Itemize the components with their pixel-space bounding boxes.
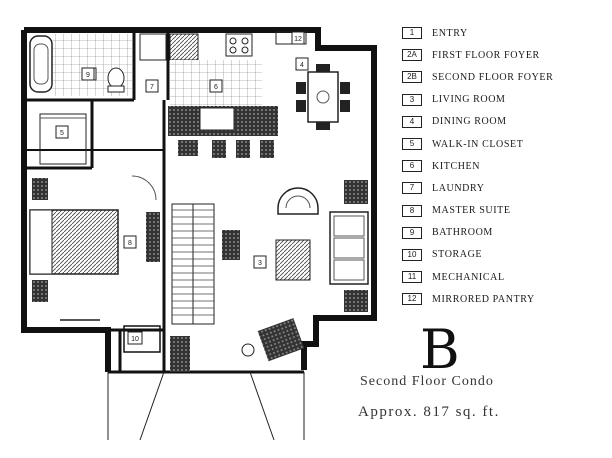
legend-label: FIRST FLOOR FOYER	[432, 49, 540, 61]
tag-storage: 10	[131, 336, 139, 343]
legend-item: 7 LAUNDRY	[402, 177, 602, 199]
legend-item: 11 MECHANICAL	[402, 266, 602, 288]
legend-label: MIRRORED PANTRY	[432, 293, 535, 305]
legend-label: LIVING ROOM	[432, 94, 506, 106]
stair-treads	[172, 209, 214, 316]
legend-label: STORAGE	[432, 249, 483, 261]
tag-closet: 5	[60, 130, 64, 137]
legend-label: WALK-IN CLOSET	[432, 138, 524, 150]
bathroom	[29, 34, 132, 96]
legend-number: 8	[402, 204, 422, 217]
legend-item: 1 ENTRY	[402, 22, 602, 44]
unit-area-caption: Approx. 817 sq. ft.	[358, 404, 500, 420]
legend-label: BATHROOM	[432, 227, 493, 239]
room-tags: 9 5 8 10 7 6 4 12 3	[55, 31, 309, 345]
tag-kitchen: 6	[214, 84, 218, 91]
legend-number: 6	[402, 160, 422, 173]
tag-laundry: 7	[150, 84, 154, 91]
interior-walls	[22, 30, 170, 372]
legend-item: 5 WALK-IN CLOSET	[402, 133, 602, 155]
unit-type-caption: Second Floor Condo	[360, 374, 494, 389]
legend-number: 3	[402, 93, 422, 106]
legend-item: 2B SECOND FLOOR FOYER	[402, 66, 602, 88]
master-suite	[29, 175, 160, 321]
walk-in-closet	[39, 113, 87, 165]
tag-bathroom: 9	[86, 72, 90, 79]
tag-living: 3	[258, 260, 262, 267]
legend-number: 2B	[402, 71, 422, 84]
tag-pantry: 12	[294, 36, 302, 43]
legend-item: 6 KITCHEN	[402, 155, 602, 177]
legend-label: LAUNDRY	[432, 182, 485, 194]
legend-label: MECHANICAL	[432, 271, 505, 283]
legend-item: 10 STORAGE	[402, 244, 602, 266]
tag-dining: 4	[300, 62, 304, 69]
legend-number: 4	[402, 115, 422, 128]
living-room	[170, 180, 369, 372]
unit-letter: B	[420, 318, 460, 381]
tag-master: 8	[128, 240, 132, 247]
legend-label: ENTRY	[432, 27, 468, 39]
legend-item: 4 DINING ROOM	[402, 111, 602, 133]
legend-item: 3 LIVING ROOM	[402, 89, 602, 111]
legend-item: 9 BATHROOM	[402, 222, 602, 244]
legend-number: 10	[402, 248, 422, 261]
legend-item: 2A FIRST FLOOR FOYER	[402, 44, 602, 66]
legend-number: 11	[402, 271, 422, 284]
legend-label: SECOND FLOOR FOYER	[432, 71, 554, 83]
legend-label: MASTER SUITE	[432, 205, 511, 217]
room-legend: 1 ENTRY 2A FIRST FLOOR FOYER 2B SECOND FLOO…	[402, 22, 602, 310]
legend-number: 5	[402, 138, 422, 151]
exterior-walls	[21, 27, 377, 374]
legend-number: 7	[402, 182, 422, 195]
dining-room	[296, 64, 350, 130]
legend-number: 2A	[402, 49, 422, 62]
legend-number: 9	[402, 226, 422, 239]
legend-item: 12 MIRRORED PANTRY	[402, 288, 602, 310]
legend-number: 1	[402, 27, 422, 40]
kitchen	[139, 31, 307, 158]
legend-label: KITCHEN	[432, 160, 481, 172]
staircase	[171, 203, 215, 325]
entry-walkway	[107, 371, 305, 441]
legend-number: 12	[402, 293, 422, 306]
legend-item: 8 MASTER SUITE	[402, 200, 602, 222]
legend-label: DINING ROOM	[432, 116, 507, 128]
